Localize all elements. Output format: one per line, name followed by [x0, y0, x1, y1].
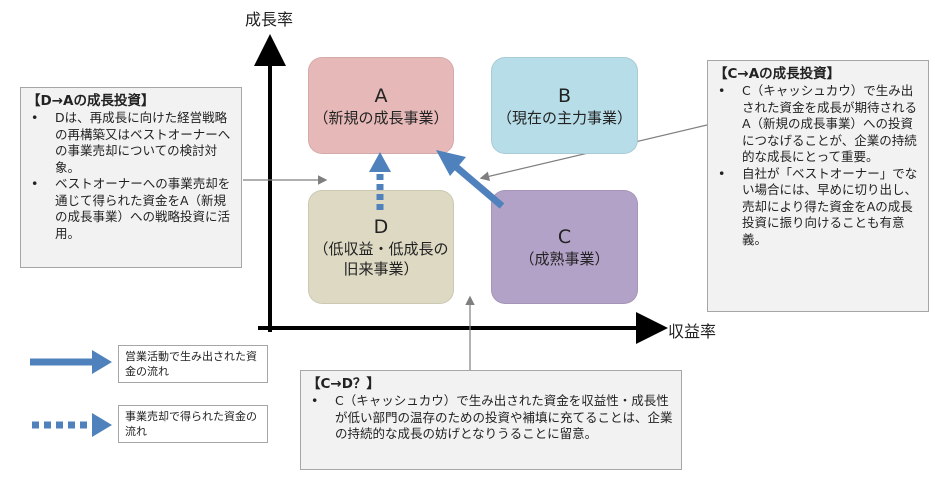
quadrant-a-letter: A — [374, 84, 388, 107]
quadrant-d-name-1: （低収益・低成長の — [313, 240, 449, 258]
quadrant-a-name: （新規の成長事業） — [313, 108, 449, 127]
quadrant-d-name-2: 旧来事業） — [343, 260, 419, 278]
note-c-to-a: 【C→Aの成長投資】 C（キャッシュカウ）で生み出された資金を成長が期待されるA… — [707, 60, 929, 312]
legend-dashed-label: 事業売却で得られた資金の流れ — [118, 405, 268, 443]
quadrant-c-name: （成熟事業） — [519, 250, 610, 268]
quadrant-d-letter: D — [373, 216, 389, 238]
legend-solid-label: 営業活動で生み出された資金の流れ — [118, 345, 268, 383]
quadrant-c-letter: C — [557, 226, 572, 248]
quadrant-b-name: （現在の主力事業） — [496, 108, 632, 127]
note-c-to-d-title: 【C→D？】 — [307, 376, 380, 392]
arrow-c-to-a-solid — [436, 150, 505, 209]
note-d-to-a-title: 【D→Aの成長投資】 — [27, 93, 155, 109]
legend-dashed-arrow — [32, 413, 112, 437]
quadrant-c: C （成熟事業） — [491, 190, 638, 304]
quadrant-b-letter: B — [557, 84, 572, 107]
quadrant-b: B （現在の主力事業） — [491, 57, 638, 154]
note-c-to-a-item: C（キャッシュカウ）で生み出された資金を成長が期待されるA（新規の成長事業）への… — [714, 83, 922, 166]
x-axis-label: 収益率 — [668, 322, 717, 341]
note-d-to-a-item: ベストオーナーへの事業売却を通じて得られた資金をA（新規の成長事業）への戦略投資… — [27, 176, 235, 242]
note-c-to-a-title: 【C→Aの成長投資】 — [714, 66, 841, 82]
note-d-to-a-item: Dは、再成長に向けた経営戦略の再構築又はベストオーナーへの事業売却についての検討… — [27, 110, 235, 176]
note-c-to-d: 【C→D？】 C（キャッシュカウ）で生み出された資金を収益性・成長性が低い部門の… — [300, 370, 682, 470]
arrow-d-to-a-dashed — [369, 152, 391, 210]
note-c-to-d-item: C（キャッシュカウ）で生み出された資金を収益性・成長性が低い部門の温存のための投… — [307, 393, 675, 443]
note-c-to-a-item: 自社が「ベストオーナー」でない場合には、早めに切り出し、売却により得た資金をAの… — [714, 166, 922, 249]
quadrant-a: A （新規の成長事業） — [308, 57, 454, 154]
legend-solid-arrow — [30, 350, 112, 374]
note-d-to-a: 【D→Aの成長投資】 Dは、再成長に向けた経営戦略の再構築又はベストオーナーへの… — [20, 87, 242, 268]
y-axis-label: 成長率 — [245, 10, 294, 29]
